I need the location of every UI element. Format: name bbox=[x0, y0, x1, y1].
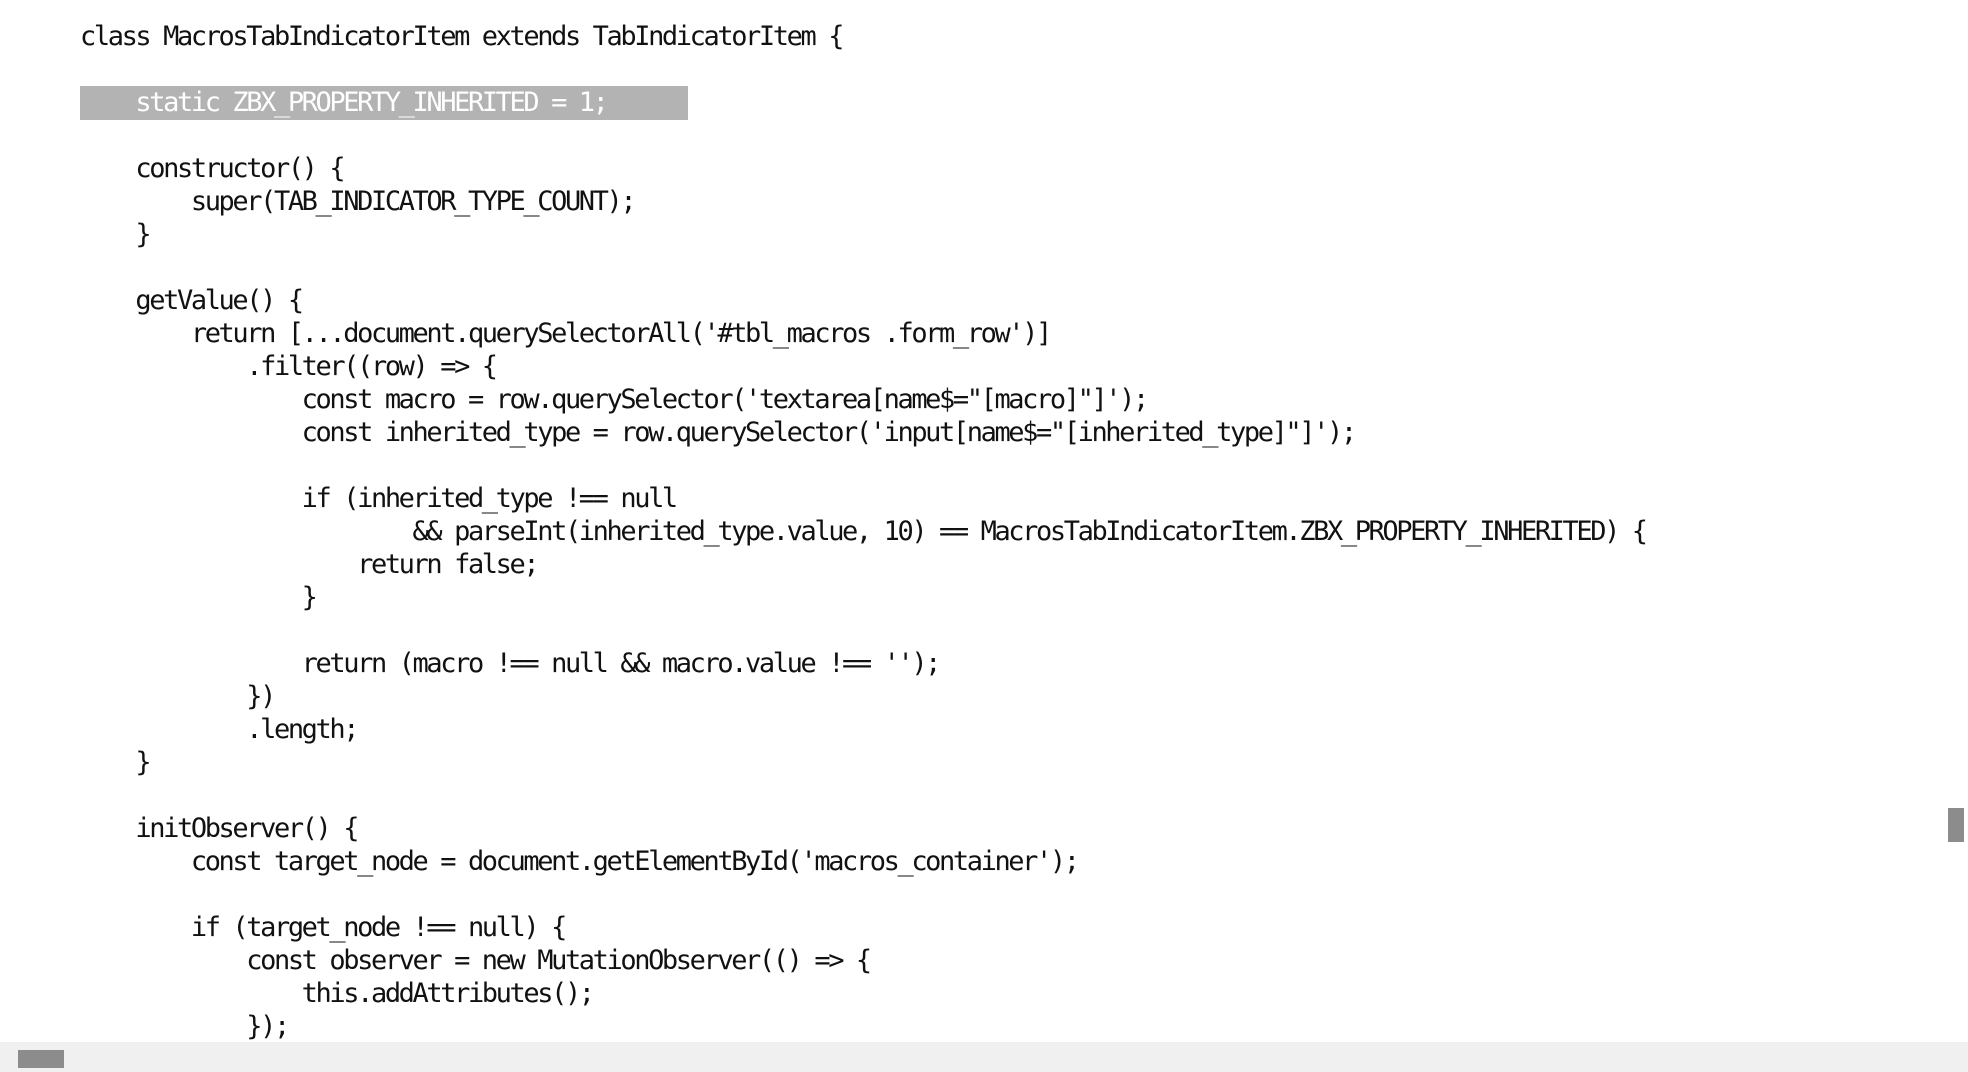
code-line: constructor() { bbox=[80, 153, 345, 184]
horizontal-scrollbar[interactable] bbox=[0, 1042, 1940, 1072]
horizontal-scrollbar-thumb[interactable] bbox=[18, 1050, 64, 1068]
code-line: return [...document.querySelectorAll('#t… bbox=[80, 318, 1052, 349]
code-line: && parseInt(inherited_type.value, 10) ==… bbox=[80, 516, 1649, 547]
code-line: if (target_node !== null) { bbox=[80, 912, 568, 943]
code-line: return false; bbox=[80, 549, 540, 580]
code-line: super(TAB_INDICATOR_TYPE_COUNT); bbox=[80, 186, 637, 217]
code-line: .length; bbox=[80, 714, 359, 745]
code-line: }); bbox=[80, 1011, 290, 1042]
code-line: } bbox=[80, 747, 151, 778]
code-line-selected: static ZBX_PROPERTY_INHERITED = 1; bbox=[80, 86, 688, 120]
code-line: class MacrosTabIndicatorItem extends Tab… bbox=[80, 21, 844, 52]
code-line: getValue() { bbox=[80, 285, 304, 316]
code-line: const observer = new MutationObserver(()… bbox=[80, 945, 872, 976]
scrollbar-corner bbox=[1940, 1042, 1968, 1072]
code-line: initObserver() { bbox=[80, 813, 359, 844]
code-line: } bbox=[80, 582, 318, 613]
code-line: const macro = row.querySelector('textare… bbox=[80, 384, 1150, 415]
code-line: return (macro !== null && macro.value !=… bbox=[80, 648, 942, 679]
code-line: }) bbox=[80, 681, 276, 712]
code-line: } bbox=[80, 219, 151, 250]
code-line: if (inherited_type !== null bbox=[80, 483, 679, 514]
code-line: .filter((row) => { bbox=[80, 351, 498, 382]
vertical-scrollbar-thumb[interactable] bbox=[1948, 808, 1964, 842]
vertical-scrollbar[interactable] bbox=[1940, 0, 1968, 1042]
code-area: class MacrosTabIndicatorItem extends Tab… bbox=[80, 21, 1649, 1042]
code-line: const target_node = document.getElementB… bbox=[80, 846, 1080, 877]
code-line: const inherited_type = row.querySelector… bbox=[80, 417, 1357, 448]
code-line: this.addAttributes(); bbox=[80, 978, 595, 1009]
